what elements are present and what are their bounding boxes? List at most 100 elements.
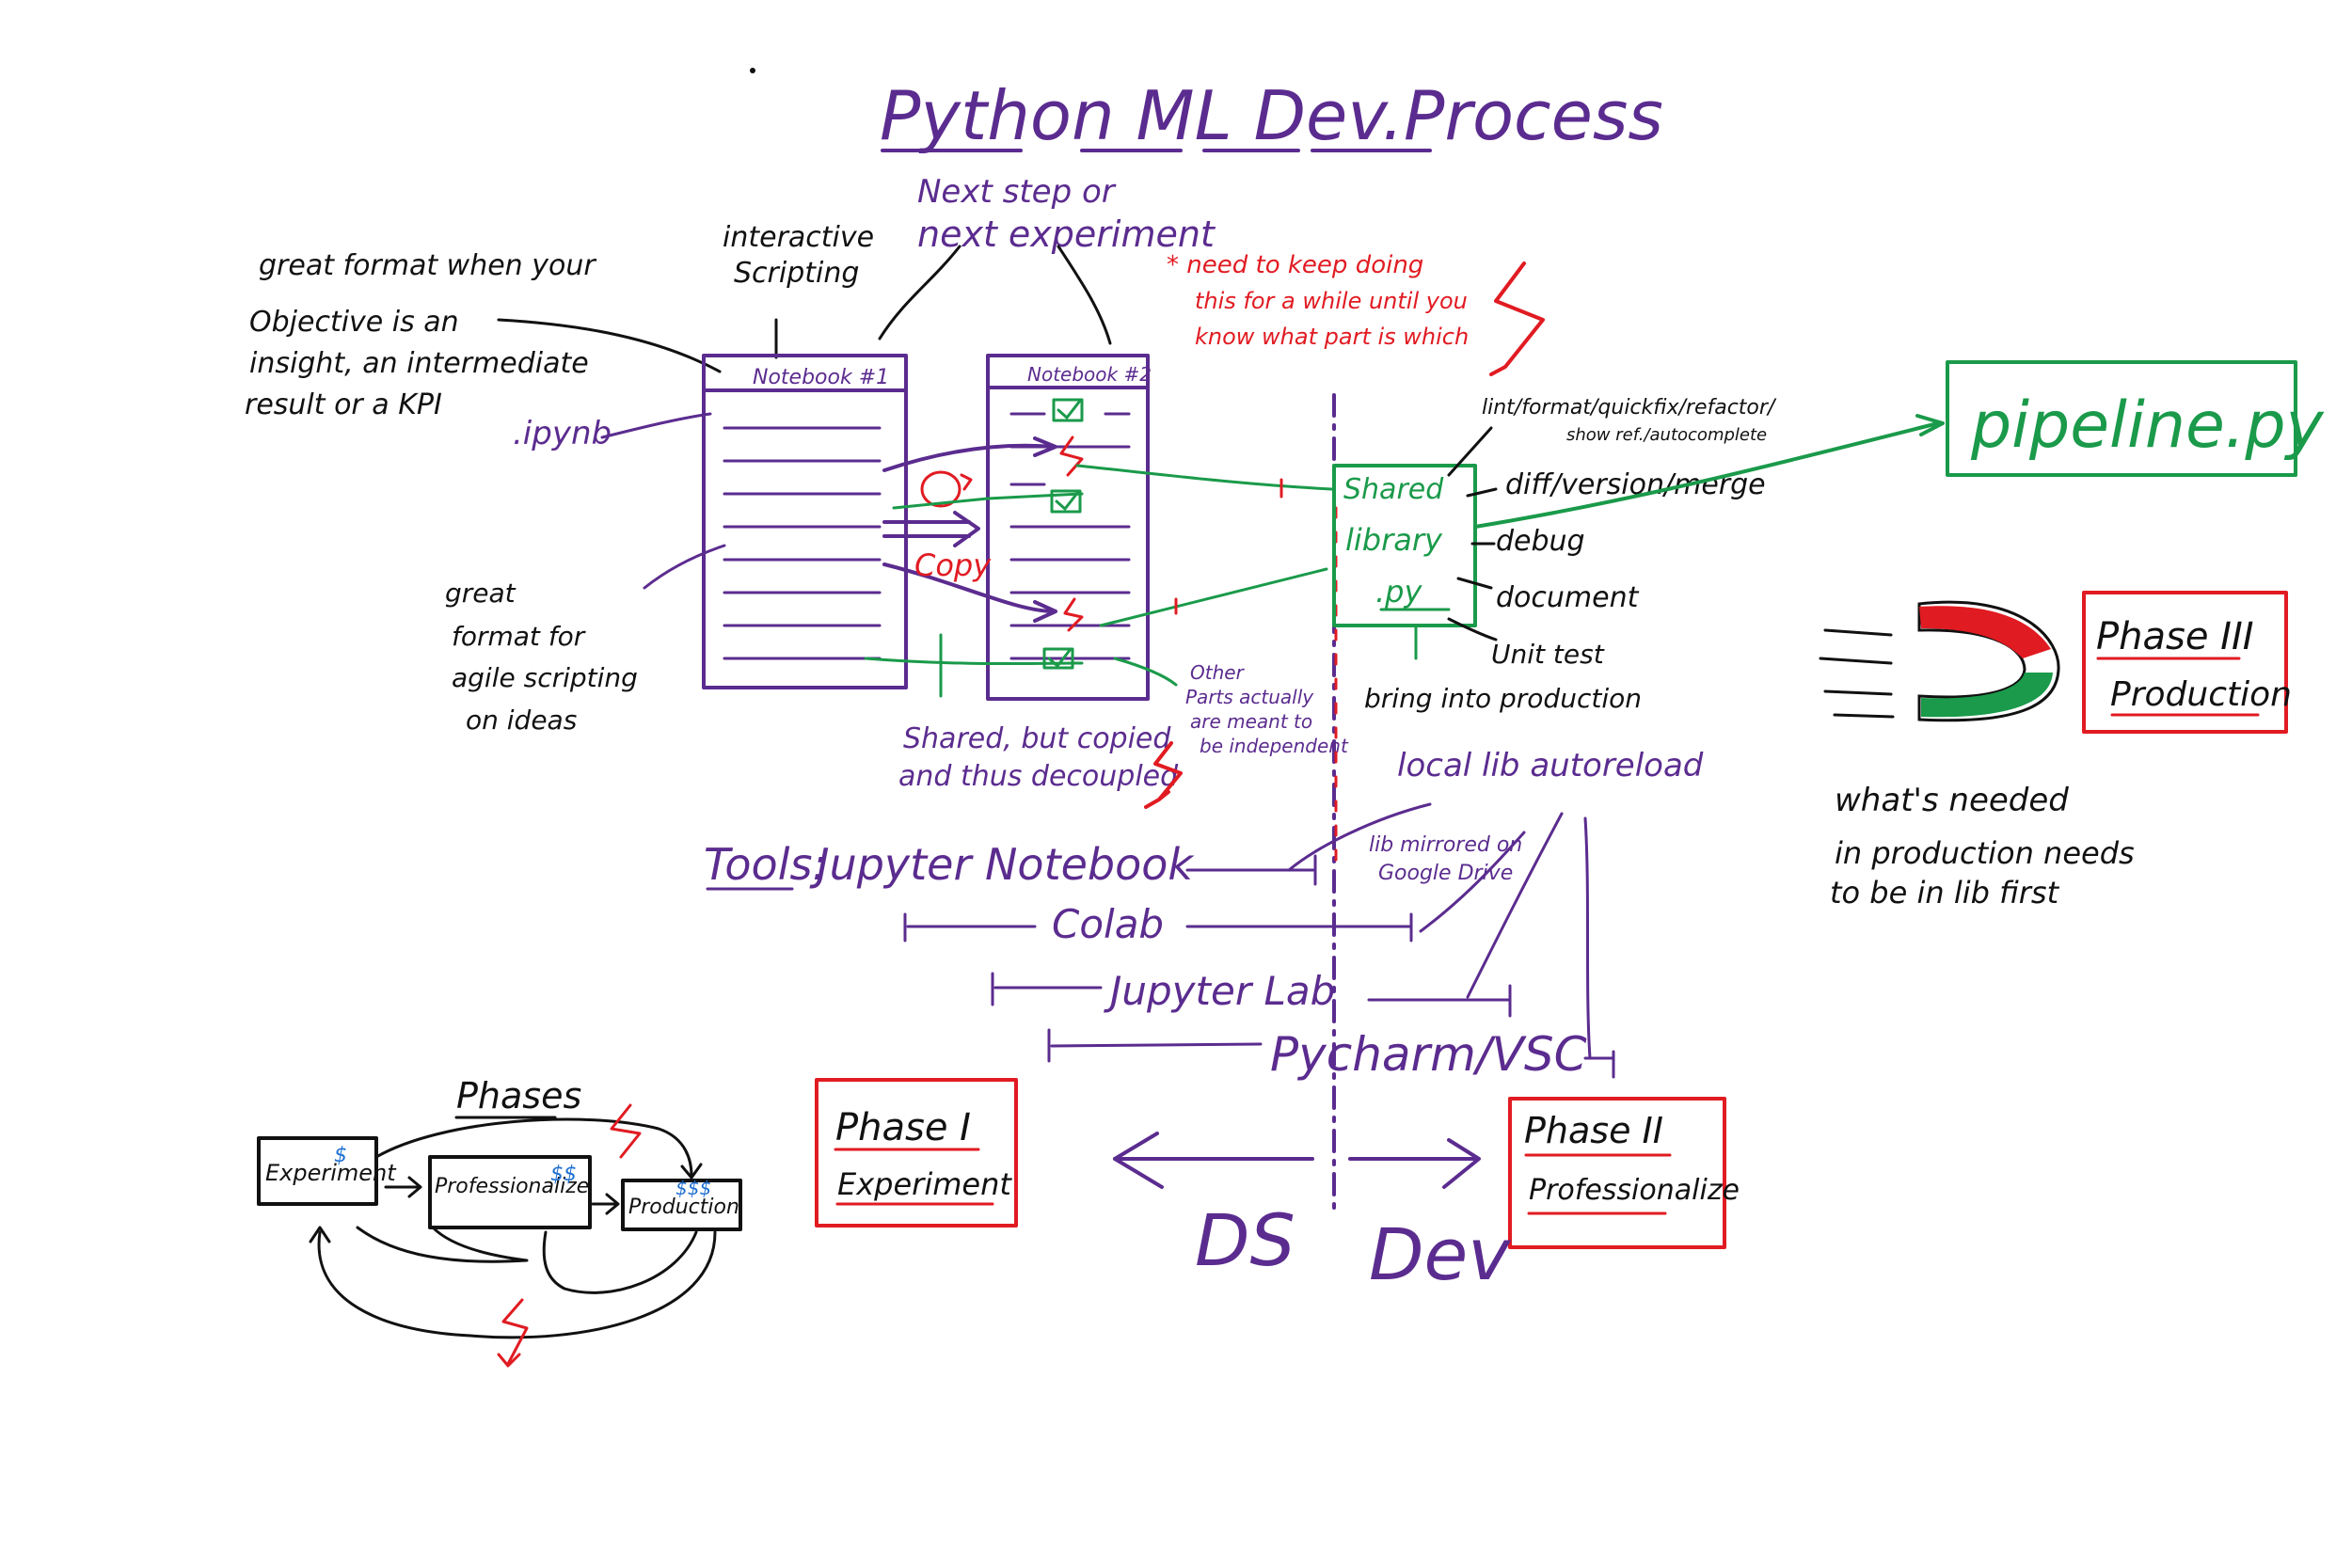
money-icon: $$ (550, 1163, 577, 1186)
lightning-icon (1144, 741, 1183, 809)
stray-dot (750, 68, 755, 73)
notebook-1-label: Notebook #1 (753, 366, 889, 389)
svg-text:be independent: be independent (1200, 735, 1349, 757)
lightning-icon (497, 1103, 642, 1368)
lightning-icon (1059, 436, 1084, 632)
notebook-2-label: Notebook #2 (1027, 363, 1152, 386)
svg-text:Google Drive: Google Drive (1378, 862, 1513, 885)
svg-text:this for a while until you: this for a while until you (1195, 288, 1468, 314)
phase-3-label: Production (2110, 675, 2292, 714)
role-ds: DS (1195, 1198, 1295, 1282)
magnet-icon (1819, 600, 2060, 722)
svg-text:Shared, but copied: Shared, but copied (903, 722, 1171, 755)
lightning-icon (1489, 261, 1545, 376)
tool-pycharm-vsc: Pycharm/VSC (1270, 1027, 1587, 1082)
shared-library: Shared library .py (1332, 464, 1477, 627)
phase-1-label: Experiment (837, 1166, 1012, 1202)
svg-text:show ref./autocomplete: show ref./autocomplete (1566, 425, 1767, 445)
phase-2-title: Phase II (1524, 1110, 1663, 1151)
note-lib-mirrored: lib mirrored on Google Drive (1369, 833, 1522, 885)
tool-jupyter-notebook: Jupyter Notebook (809, 839, 1195, 890)
phases-flow-arrows (309, 1117, 717, 1339)
note-interactive-scripting: interactive Scripting (723, 221, 874, 290)
copy-arrows (882, 436, 1057, 623)
library-label-1: Shared (1343, 473, 1444, 506)
note-great-agile: great format for agile scripting on idea… (445, 578, 638, 736)
svg-text:Next step or: Next step or (917, 173, 1117, 211)
green-connections (864, 464, 1333, 698)
note-other-parts: Other Parts actually are meant to be ind… (1185, 661, 1349, 757)
svg-text:result or a KPI: result or a KPI (245, 388, 442, 421)
svg-text:interactive: interactive (723, 221, 874, 254)
phase-mini-experiment: Experiment $ (257, 1136, 397, 1206)
money-icon: $ (334, 1144, 347, 1167)
svg-text:* need to keep doing: * need to keep doing (1167, 251, 1423, 279)
svg-text:in production needs: in production needs (1835, 835, 2135, 871)
phase-3-title: Phase III (2096, 615, 2254, 658)
note-need-keep-doing: * need to keep doing this for a while un… (1167, 251, 1469, 350)
library-to-pipeline (1473, 421, 1940, 529)
svg-text:what's needed: what's needed (1835, 782, 2069, 819)
range-pycharm-vsc (1047, 1028, 1615, 1079)
board-title: Python ML Dev.Process (880, 76, 1663, 155)
purple-connectors (600, 412, 726, 590)
range-colab (903, 912, 1413, 942)
svg-text:are meant to: are meant to (1190, 710, 1312, 733)
range-jupyter-notebook (1185, 854, 1317, 886)
pipeline-label: pipeline.py (1970, 388, 2325, 463)
svg-text:great: great (445, 578, 516, 609)
phase-mini-professionalize: Professionalize $$ (428, 1155, 592, 1229)
note-great-format-objective: great format when your Objective is an i… (245, 249, 596, 421)
svg-text:great format when your: great format when your (259, 249, 596, 282)
svg-text:next experiment: next experiment (917, 214, 1216, 255)
svg-text:Objective is an: Objective is an (249, 306, 459, 339)
money-icon: $$$ (675, 1177, 711, 1199)
note-ipynb: .ipynb (513, 415, 612, 452)
arrow-head (1915, 414, 1945, 436)
svg-text:bring into production: bring into production (1364, 683, 1642, 714)
range-jupyter-lab (991, 972, 1512, 1018)
svg-text:insight, an intermediate: insight, an intermediate (249, 347, 589, 380)
pipeline-box: pipeline.py (1946, 360, 2325, 477)
phases-title: Phases (456, 1075, 581, 1117)
svg-text:lint/format/quickfix/refactor/: lint/format/quickfix/refactor/ (1482, 396, 1777, 420)
library-ext: .py (1375, 574, 1422, 610)
check-icon (1042, 398, 1084, 670)
tools-label: Tools: (704, 839, 827, 890)
svg-text:Unit test: Unit test (1491, 639, 1605, 670)
copy-cycle-icon (920, 470, 973, 508)
autoreload-connectors (1287, 802, 1592, 1060)
note-whats-needed: what's needed in production needs to be … (1830, 782, 2135, 911)
phase-2-label: Professionalize (1529, 1174, 1740, 1207)
note-next-step: Next step or next experiment (917, 173, 1216, 255)
note-connectors (497, 245, 1112, 373)
phase-mini-production: Production $$$ (621, 1177, 742, 1231)
role-dev: Dev (1369, 1212, 1511, 1296)
svg-text:lib mirrored on: lib mirrored on (1369, 833, 1522, 857)
phase-mini-professionalize-label: Professionalize (435, 1175, 589, 1198)
copy-label: Copy (914, 547, 992, 583)
library-label-2: library (1345, 522, 1443, 558)
svg-text:to be in lib first: to be in lib first (1830, 875, 2060, 911)
note-shared-copied: Shared, but copied and thus decoupled (898, 722, 1179, 793)
ds-dev-arrows (1113, 1132, 1481, 1189)
library-connectors (1447, 426, 1498, 641)
tool-colab: Colab (1052, 901, 1164, 947)
phase-mini-experiment-label: Experiment (265, 1160, 397, 1186)
phase-2-box: Phase II Professionalize (1508, 1097, 1740, 1249)
svg-text:agile scripting: agile scripting (452, 662, 638, 693)
svg-text:Parts actually: Parts actually (1185, 686, 1314, 708)
svg-text:format for: format for (452, 621, 586, 652)
notebook-1: Notebook #1 (702, 354, 908, 689)
notebook-2: Notebook #2 (986, 354, 1152, 701)
library-features: lint/format/quickfix/refactor/ show ref.… (1364, 396, 1777, 714)
phase-mini-production-label: Production (628, 1196, 739, 1219)
svg-text:Scripting: Scripting (734, 257, 859, 290)
phase-1-box: Phase I Experiment (815, 1078, 1018, 1227)
svg-text:and thus decoupled: and thus decoupled (898, 760, 1179, 793)
phase-1-title: Phase I (835, 1106, 971, 1149)
svg-text:Other: Other (1190, 661, 1246, 684)
svg-text:document: document (1496, 581, 1640, 614)
